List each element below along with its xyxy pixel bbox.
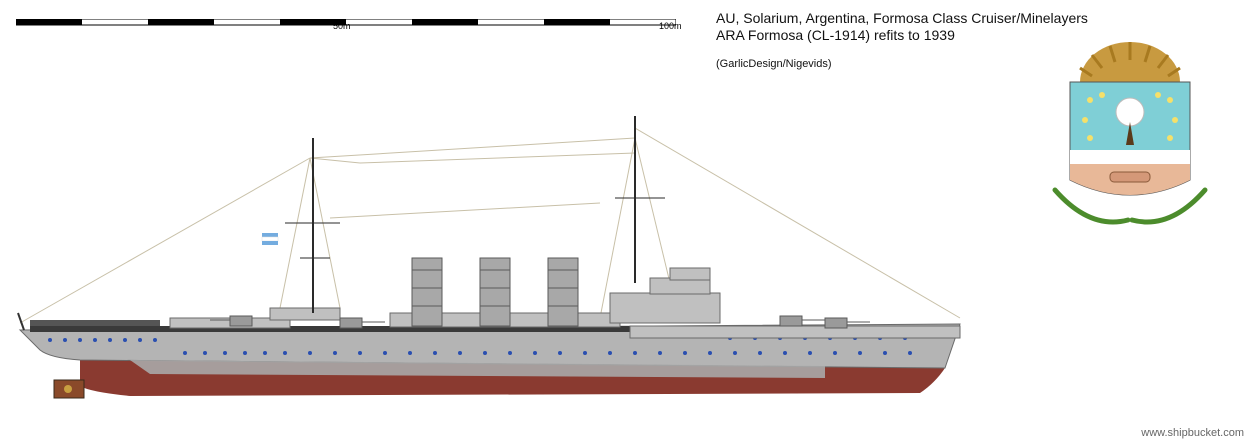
ship-profile-drawing xyxy=(17,116,961,399)
funnels xyxy=(411,257,579,327)
sun-icon xyxy=(1079,42,1181,82)
masts xyxy=(312,116,636,313)
handshake-icon xyxy=(1109,171,1151,183)
deck-railing xyxy=(30,320,160,326)
title-block: AU, Solarium, Argentina, Formosa Class C… xyxy=(716,10,1088,70)
gun-turrets xyxy=(210,315,870,329)
title-line-1: AU, Solarium, Argentina, Formosa Class C… xyxy=(716,10,1088,26)
scale-label-100: 100m xyxy=(659,21,682,31)
watermark: www.shipbucket.com xyxy=(1141,427,1244,439)
hull-bulge xyxy=(130,360,825,378)
argentina-flag-icon xyxy=(261,233,279,245)
main-deck xyxy=(30,326,945,332)
credit-line: (GarlicDesign/Nigevids) xyxy=(716,58,832,70)
star-icons xyxy=(1082,92,1178,141)
jackstaff xyxy=(17,312,25,331)
shield-white-band xyxy=(1070,150,1190,164)
rigging xyxy=(19,127,961,324)
mast-yards xyxy=(285,197,665,259)
title-line-2: ARA Formosa (CL-1914) refits to 1939 xyxy=(716,27,955,43)
laurel-icon xyxy=(1052,187,1208,225)
formosa-province-coat-of-arms xyxy=(1052,42,1208,225)
propeller-icon xyxy=(53,379,85,399)
scale-label-50: 50m xyxy=(333,21,351,31)
cotton-boll-icon xyxy=(1115,97,1145,145)
funnel-bands xyxy=(412,269,578,307)
